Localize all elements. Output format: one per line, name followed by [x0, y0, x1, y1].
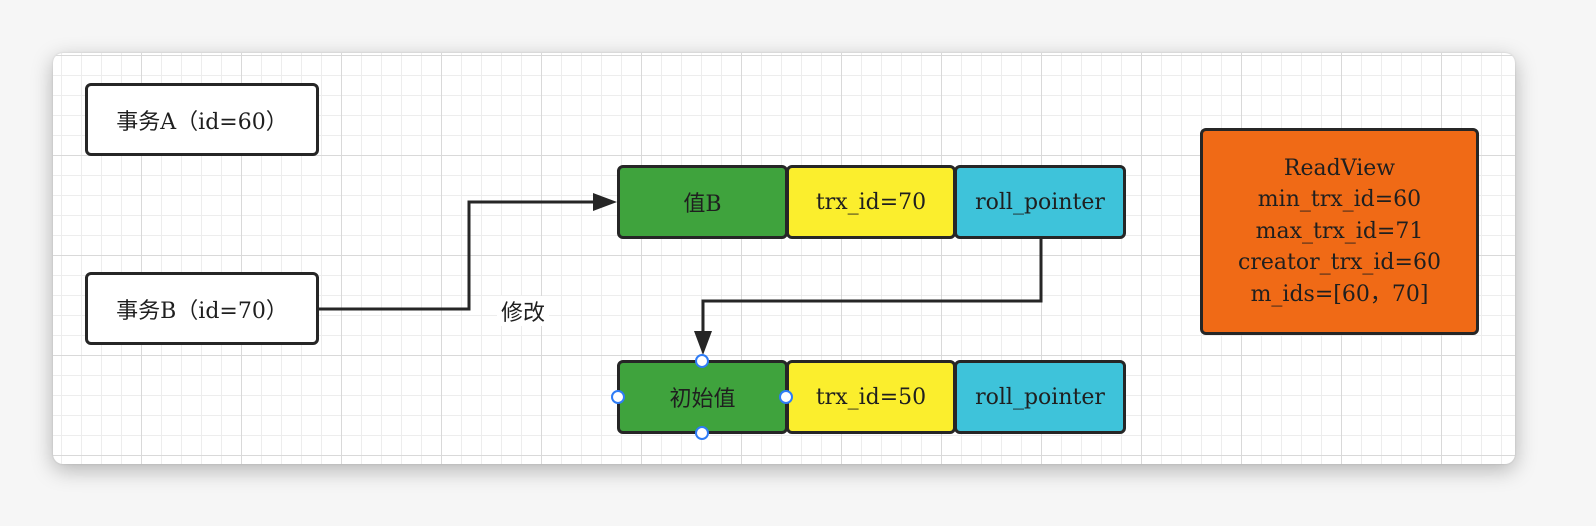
selection-handle-right[interactable] [779, 390, 793, 404]
connector-layer [319, 193, 1043, 355]
modify-arrowhead [593, 193, 617, 211]
modify-connector [319, 200, 599, 311]
version-b-roll-pointer-cell[interactable]: roll_pointer [954, 165, 1126, 239]
modify-label: 修改 [497, 296, 549, 326]
initial-trx-id-cell[interactable]: trx_id=50 [786, 360, 956, 434]
initial-trx-id: trx_id=50 [815, 384, 927, 410]
read-view-max-trx-id: max_trx_id=71 [1255, 218, 1424, 244]
selection-handle-left[interactable] [611, 390, 625, 404]
transaction-a-box[interactable]: 事务A（id=60） [85, 83, 319, 156]
initial-value: 初始值 [669, 387, 736, 412]
read-view-m-ids: m_ids=[60，70] [1250, 281, 1429, 307]
read-view-title: ReadView [1283, 155, 1396, 181]
diagram-canvas[interactable]: 事务A（id=60） 事务B（id=70） 修改 值B trx_id=70 ro… [53, 53, 1515, 464]
roll-pointer-arrowhead [694, 331, 712, 355]
initial-roll-pointer-cell[interactable]: roll_pointer [954, 360, 1126, 434]
selection-handle-bottom[interactable] [695, 426, 709, 440]
transaction-a-label: 事务A（id=60） [116, 109, 288, 135]
initial-roll-pointer: roll_pointer [975, 384, 1105, 410]
version-b-trx-id-cell[interactable]: trx_id=70 [786, 165, 956, 239]
read-view-min-trx-id: min_trx_id=60 [1257, 187, 1422, 213]
version-b-roll-pointer: roll_pointer [975, 189, 1105, 215]
selection-handle-top[interactable] [695, 354, 709, 368]
read-view-box[interactable]: ReadView min_trx_id=60 max_trx_id=71 cre… [1200, 128, 1479, 335]
version-b-value-cell[interactable]: 值B [617, 165, 788, 239]
read-view-creator-trx-id: creator_trx_id=60 [1238, 250, 1441, 276]
version-b-trx-id: trx_id=70 [815, 189, 927, 215]
transaction-b-label: 事务B（id=70） [116, 298, 288, 324]
initial-value-cell[interactable]: 初始值 [617, 360, 788, 434]
roll-pointer-connector [701, 237, 1043, 333]
transaction-b-box[interactable]: 事务B（id=70） [85, 272, 319, 345]
version-b-value: 值B [683, 192, 722, 217]
